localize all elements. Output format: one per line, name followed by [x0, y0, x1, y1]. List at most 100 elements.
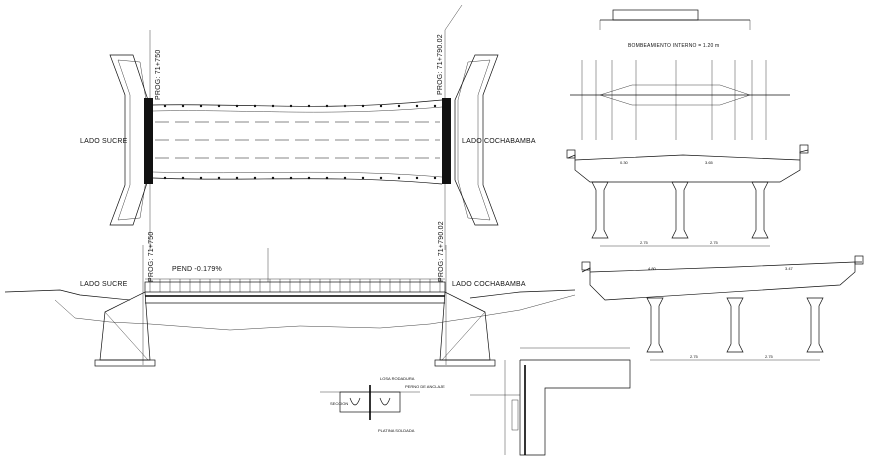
section-a-top	[574, 154, 801, 161]
detail-label-2: PERNO DE ANCLAJE	[405, 384, 445, 389]
piers-a	[591, 181, 769, 239]
rivet	[397, 176, 401, 180]
rivet	[253, 104, 257, 108]
rivet	[379, 104, 383, 108]
rivet	[379, 176, 383, 180]
left-abutment	[99, 291, 151, 361]
bearing-detail: LOSA RODADURA SECCION PERNO DE ANCLAJE P…	[320, 376, 445, 433]
crown-label: BOMBEAMIENTO INTERNO = 1.20 m	[628, 43, 719, 49]
rivet	[415, 176, 419, 180]
sec-a-val-0: 0.30	[620, 160, 629, 165]
sec-b-span-0: 2.75	[690, 354, 699, 359]
rivet	[397, 104, 401, 108]
rivet	[217, 104, 221, 108]
rivet	[433, 104, 437, 108]
left-wingwall	[109, 54, 149, 226]
abutment-hatch	[104, 311, 149, 361]
sec-a-span-0: 2.75	[640, 240, 649, 245]
rivet	[343, 104, 347, 108]
rivet	[181, 104, 185, 108]
cross-section-b: 4.80 3.47 2.75 2.75	[581, 255, 864, 361]
right-wingwall	[454, 54, 499, 226]
pier	[806, 297, 824, 353]
curb-anchor	[511, 399, 519, 431]
pier	[671, 181, 689, 239]
pier	[726, 297, 744, 353]
sec-a-val-1: 3.65	[705, 160, 714, 165]
section-a-slab	[567, 149, 809, 183]
plan-right-side-label: LADO COCHABAMBA	[462, 138, 536, 145]
rivet	[361, 176, 365, 180]
right-wingwall-inner	[457, 59, 491, 221]
rivet	[199, 176, 203, 180]
left-curb	[581, 261, 591, 271]
pier	[751, 181, 769, 239]
elev-left-station: PROG: 71+750	[148, 232, 155, 282]
railing-posts	[149, 279, 441, 292]
left-curb	[566, 149, 576, 159]
rivet	[199, 104, 203, 108]
plan-left-side-label: LADO SUCRE	[80, 138, 128, 145]
rivet	[325, 176, 329, 180]
plan-left-station: PROG: 71+750	[155, 50, 162, 100]
crown-tick-marks	[581, 60, 767, 140]
right-footing	[434, 359, 496, 367]
left-abutment-beam	[144, 98, 153, 184]
detail-label-1: SECCION	[330, 401, 348, 406]
elev-left-side-label: LADO SUCRE	[80, 281, 128, 288]
curb-outline	[519, 359, 631, 456]
rivet	[289, 176, 293, 180]
crown-detail: BOMBEAMIENTO INTERNO = 1.20 m	[570, 9, 790, 140]
sec-b-val-1: 4.80	[648, 266, 657, 271]
elevation-view: LADO SUCRE LADO COCHABAMBA PEND -0.179% …	[4, 221, 576, 367]
elev-right-side-label: LADO COCHABAMBA	[452, 281, 526, 288]
piers-b	[646, 297, 824, 353]
plan-right-station: PROG: 71+790.02	[437, 34, 444, 95]
station-leader-right	[444, 4, 463, 31]
rivet	[271, 176, 275, 180]
river-bed	[54, 294, 576, 331]
deck-edge-top	[152, 99, 443, 107]
slope-label: PEND -0.179%	[172, 266, 222, 273]
sec-b-val-2: 3.47	[785, 266, 794, 271]
rivet	[271, 104, 275, 108]
right-curb	[854, 255, 864, 265]
rivet	[163, 176, 167, 180]
cross-section-a: 0.30 3.65 2.75 2.75	[566, 144, 809, 247]
curb-detail	[470, 347, 631, 456]
detail-label-0: LOSA RODADURA	[380, 376, 415, 381]
elevation-deck	[144, 281, 446, 293]
rivet	[163, 104, 167, 108]
rivet	[181, 176, 185, 180]
sec-b-span-1: 2.75	[765, 354, 774, 359]
crown-shape	[599, 84, 751, 106]
abutment-hatch	[441, 311, 486, 361]
pier	[591, 181, 609, 239]
right-abutment	[439, 291, 491, 361]
rivet	[307, 104, 311, 108]
rivet	[325, 104, 329, 108]
plan-view: LADO SUCRE LADO COCHABAMBA PROG: 71+750 …	[80, 4, 536, 250]
rivet	[361, 104, 365, 108]
ground-line-left	[4, 289, 131, 301]
deck-line	[152, 171, 443, 178]
plan-rivets	[163, 104, 437, 180]
sec-a-span-1: 2.75	[710, 240, 719, 245]
rivet	[289, 104, 293, 108]
rivet	[217, 176, 221, 180]
rivet	[235, 104, 239, 108]
section-b-top	[589, 261, 856, 273]
left-wingwall-inner	[117, 59, 147, 221]
rivet	[415, 104, 419, 108]
right-curb	[799, 144, 809, 154]
rivet	[307, 176, 311, 180]
left-footing	[94, 359, 156, 367]
pier	[646, 297, 664, 353]
deck-line	[152, 106, 443, 113]
rivet	[253, 176, 257, 180]
crown-box	[612, 9, 699, 21]
detail-label-3: PLATINA SOLDADA	[378, 428, 415, 433]
rivet	[235, 176, 239, 180]
